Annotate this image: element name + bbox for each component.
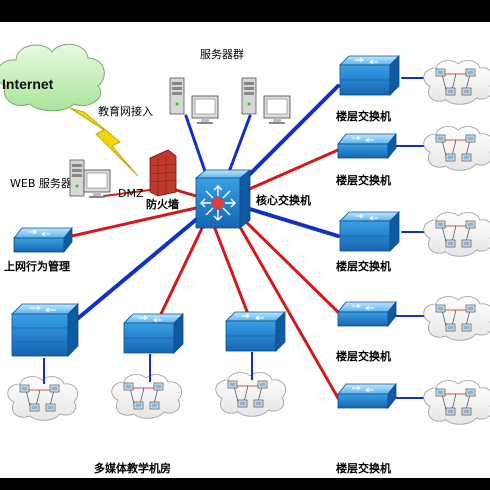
floor-switch-label-3: 楼层交换机	[336, 259, 391, 273]
tower-server-icon	[169, 77, 185, 115]
link-lines	[70, 77, 433, 400]
link-core-server-2	[224, 114, 252, 182]
dmz-label: DMZ	[118, 187, 144, 200]
workgroup-switch-icon	[123, 313, 184, 354]
link-web-firewall	[103, 189, 151, 197]
workgroup-switch-icon	[225, 311, 286, 352]
floor-switch-label-4: 楼层交换机	[336, 349, 391, 363]
internet-cloud: Internet	[0, 43, 105, 112]
link-firewall-core	[174, 188, 198, 198]
core-switch-icon	[194, 169, 252, 229]
link-core-floor-2	[236, 148, 340, 196]
workgroup-switch-icon	[339, 55, 400, 96]
server-group-label: 服务器群	[200, 47, 244, 61]
link-core-behavior	[70, 206, 198, 238]
link-core-floor-4	[236, 212, 340, 314]
floor-switch-label-1: 楼层交换机	[336, 109, 391, 123]
behavior-mgmt-label: 上网行为管理	[4, 259, 70, 273]
brick-firewall-icon	[149, 149, 177, 197]
edu-access-label: 教育网接入	[98, 104, 153, 118]
floor-switch-label-2: 楼层交换机	[336, 173, 391, 187]
web-server-label: WEB 服务器	[10, 177, 72, 190]
lightning-link-icon	[69, 107, 139, 177]
internet-label: Internet	[2, 76, 54, 92]
core-switch-label: 核心交换机	[256, 193, 311, 207]
workgroup-switch-icon	[337, 301, 397, 327]
link-core-mm-2	[158, 220, 207, 318]
workgroup-switch-icon	[13, 227, 73, 253]
workgroup-switch-icon	[11, 303, 79, 357]
tower-server-icon	[241, 77, 257, 115]
link-core-floor-1	[234, 84, 340, 190]
workgroup-switch-icon	[337, 383, 397, 409]
multimedia-room-label: 多媒体教学机房	[94, 461, 171, 475]
link-core-mm-3	[212, 224, 250, 316]
link-core-mm-1	[74, 216, 200, 322]
link-core-server-1	[184, 114, 210, 182]
tower-server-icon	[69, 159, 85, 197]
workgroup-switch-icon	[337, 133, 397, 159]
workgroup-switch-icon	[339, 211, 400, 252]
firewall-label: 防火墙	[146, 197, 179, 211]
link-core-floor-3	[238, 204, 340, 238]
floor-switch-label-5: 楼层交换机	[336, 461, 391, 475]
link-core-floor-5	[234, 218, 340, 400]
